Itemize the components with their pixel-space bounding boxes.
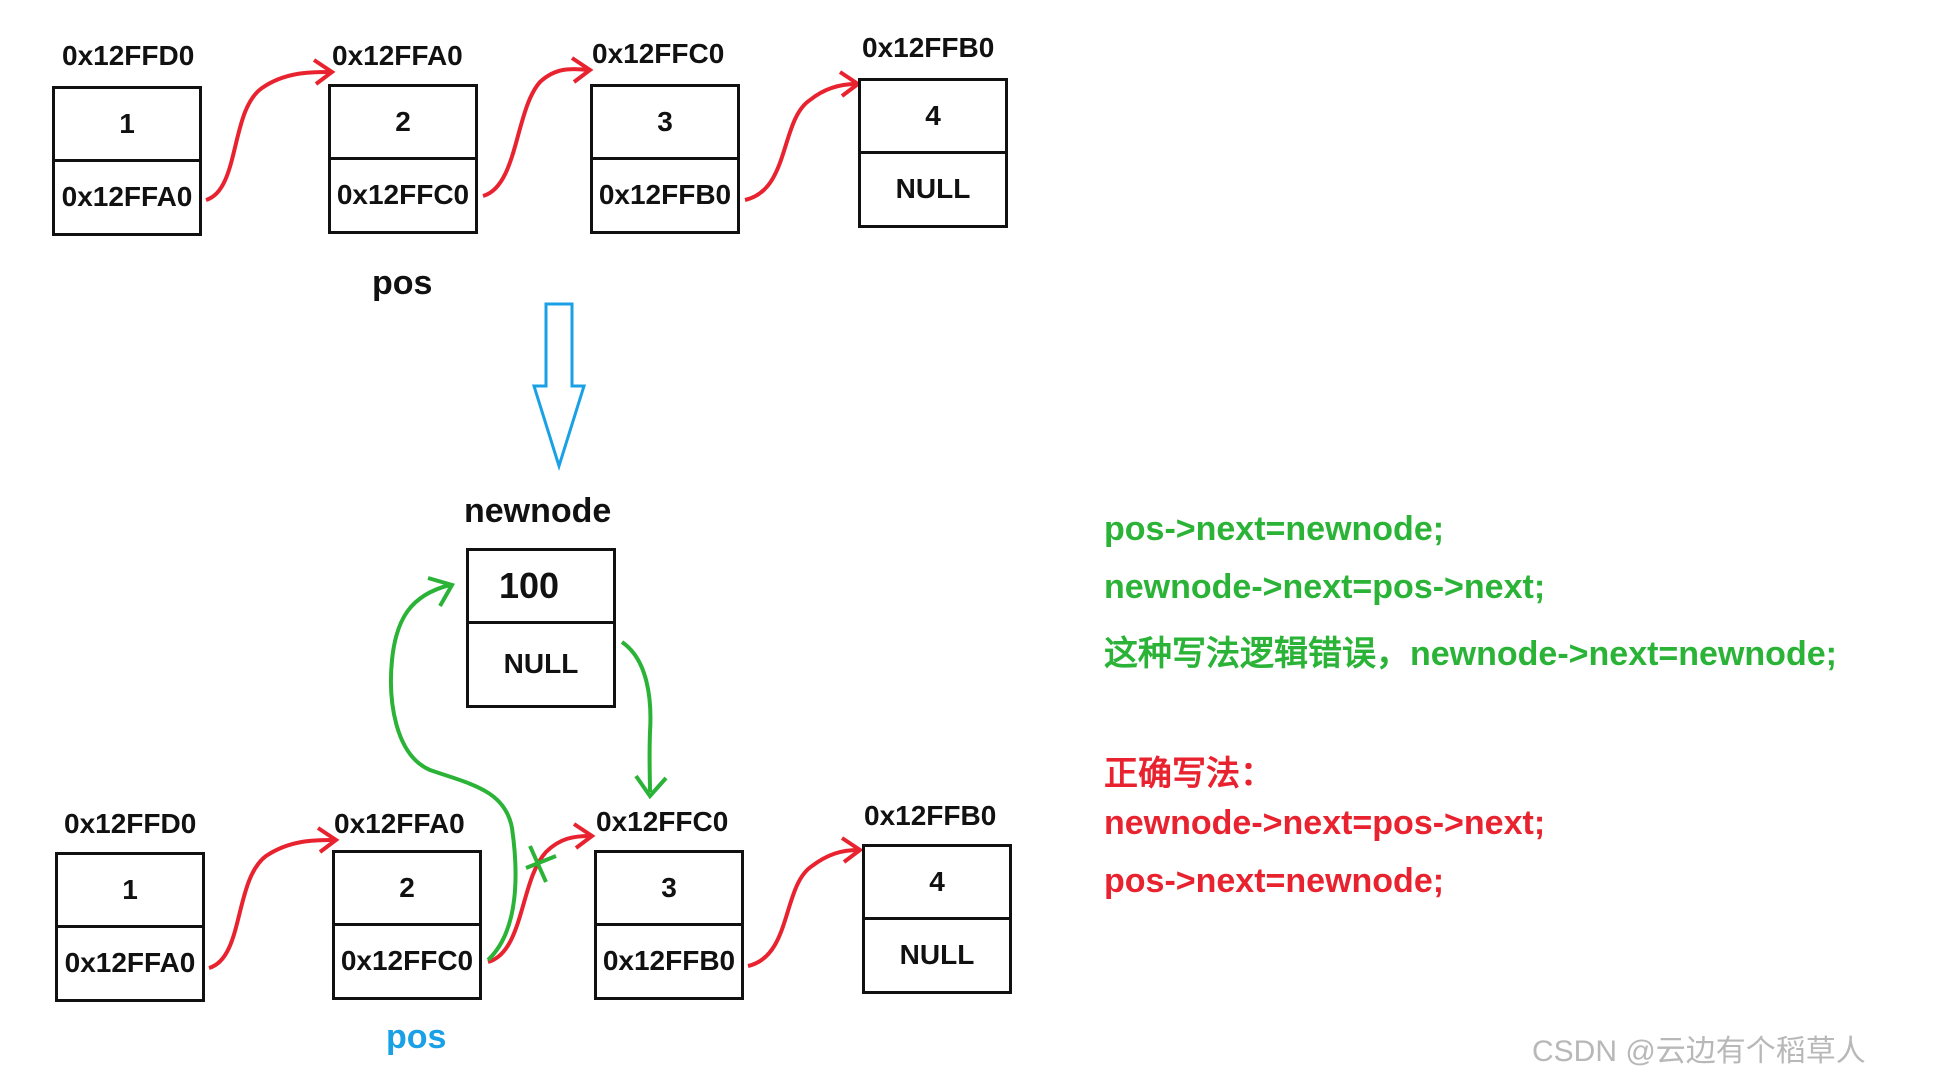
bottom-node-4-next: NULL bbox=[899, 939, 975, 970]
newnode-label: newnode bbox=[464, 492, 612, 530]
top-node-1-data: 1 bbox=[55, 89, 199, 162]
top-link-arrow-2-head bbox=[570, 56, 594, 84]
green-arrow-newnode-to-node3-head bbox=[634, 774, 668, 800]
bottom-link-arrow-1 bbox=[208, 838, 335, 970]
top-link-arrow-3 bbox=[744, 82, 857, 202]
bottom-node-1-next: 0x12FFA0 bbox=[64, 947, 196, 978]
green-arrow-pos-to-newnode-head bbox=[427, 576, 455, 607]
top-link-arrow-1 bbox=[205, 70, 331, 202]
top-node-3-next: 0x12FFB0 bbox=[598, 179, 732, 210]
green-arrow-newnode-to-node3 bbox=[620, 640, 653, 793]
bottom-node-4-address: 0x12FFB0 bbox=[864, 800, 997, 831]
top-node-4-address: 0x12FFB0 bbox=[862, 32, 995, 63]
green-arrow-pos-to-newnode bbox=[388, 583, 518, 962]
wrong-code-line-3: 这种写法逻辑错误，newnode->next=newnode; bbox=[1104, 635, 1837, 673]
bottom-node-3-next: 0x12FFB0 bbox=[602, 945, 736, 976]
bottom-link-arrow-3-head bbox=[840, 836, 864, 864]
bottom-node-1-data: 1 bbox=[58, 855, 202, 928]
top-node-3: 3 0x12FFB0 bbox=[590, 84, 740, 234]
top-node-2-data: 2 bbox=[331, 87, 475, 160]
top-node-2: 2 0x12FFC0 bbox=[328, 84, 478, 234]
correct-code-heading: 正确写法： bbox=[1104, 755, 1274, 793]
bottom-node-1: 1 0x12FFA0 bbox=[55, 852, 205, 1002]
wrong-code-line-1: pos->next=newnode; bbox=[1104, 510, 1445, 548]
bottom-link-arrow-1-head bbox=[316, 826, 340, 854]
correct-code-line-2: pos->next=newnode; bbox=[1104, 862, 1445, 900]
wrong-code-line-2: newnode->next=pos->next; bbox=[1104, 568, 1546, 606]
top-link-arrow-1-head bbox=[312, 58, 336, 86]
newnode-next: NULL bbox=[503, 648, 579, 679]
top-node-2-address: 0x12FFA0 bbox=[332, 40, 463, 71]
top-node-3-data: 3 bbox=[593, 87, 737, 160]
top-link-arrow-2 bbox=[482, 67, 589, 198]
bottom-node-4: 4 NULL bbox=[862, 844, 1012, 994]
top-node-3-address: 0x12FFC0 bbox=[592, 38, 725, 69]
newnode-data: 100 bbox=[469, 551, 613, 624]
bottom-node-2-address: 0x12FFA0 bbox=[334, 808, 465, 839]
bottom-link-arrow-2-head bbox=[572, 822, 596, 850]
top-node-1: 1 0x12FFA0 bbox=[52, 86, 202, 236]
bottom-node-2: 2 0x12FFC0 bbox=[332, 850, 482, 1000]
bottom-node-4-data: 4 bbox=[865, 847, 1009, 920]
top-pos-label: pos bbox=[372, 264, 433, 302]
top-node-2-next: 0x12FFC0 bbox=[336, 179, 470, 210]
bottom-node-3: 3 0x12FFB0 bbox=[594, 850, 744, 1000]
top-node-1-address: 0x12FFD0 bbox=[62, 40, 195, 71]
bottom-pos-label: pos bbox=[386, 1018, 447, 1056]
bottom-node-2-next: 0x12FFC0 bbox=[340, 945, 474, 976]
watermark: CSDN @云边有个稻草人 bbox=[1532, 1035, 1866, 1068]
top-node-4-data: 4 bbox=[861, 81, 1005, 154]
bottom-node-3-address: 0x12FFC0 bbox=[596, 806, 729, 837]
top-node-1-next: 0x12FFA0 bbox=[61, 181, 193, 212]
bottom-link-arrow-3 bbox=[747, 848, 859, 968]
bottom-node-1-address: 0x12FFD0 bbox=[64, 808, 197, 839]
bottom-node-3-data: 3 bbox=[597, 853, 741, 926]
break-mark-icon bbox=[525, 845, 557, 883]
newnode-box: 100 NULL bbox=[466, 548, 616, 708]
top-node-4: 4 NULL bbox=[858, 78, 1008, 228]
bottom-node-2-data: 2 bbox=[335, 853, 479, 926]
down-arrow-icon bbox=[531, 302, 587, 472]
top-node-4-next: NULL bbox=[895, 173, 971, 204]
correct-code-line-1: newnode->next=pos->next; bbox=[1104, 804, 1546, 842]
